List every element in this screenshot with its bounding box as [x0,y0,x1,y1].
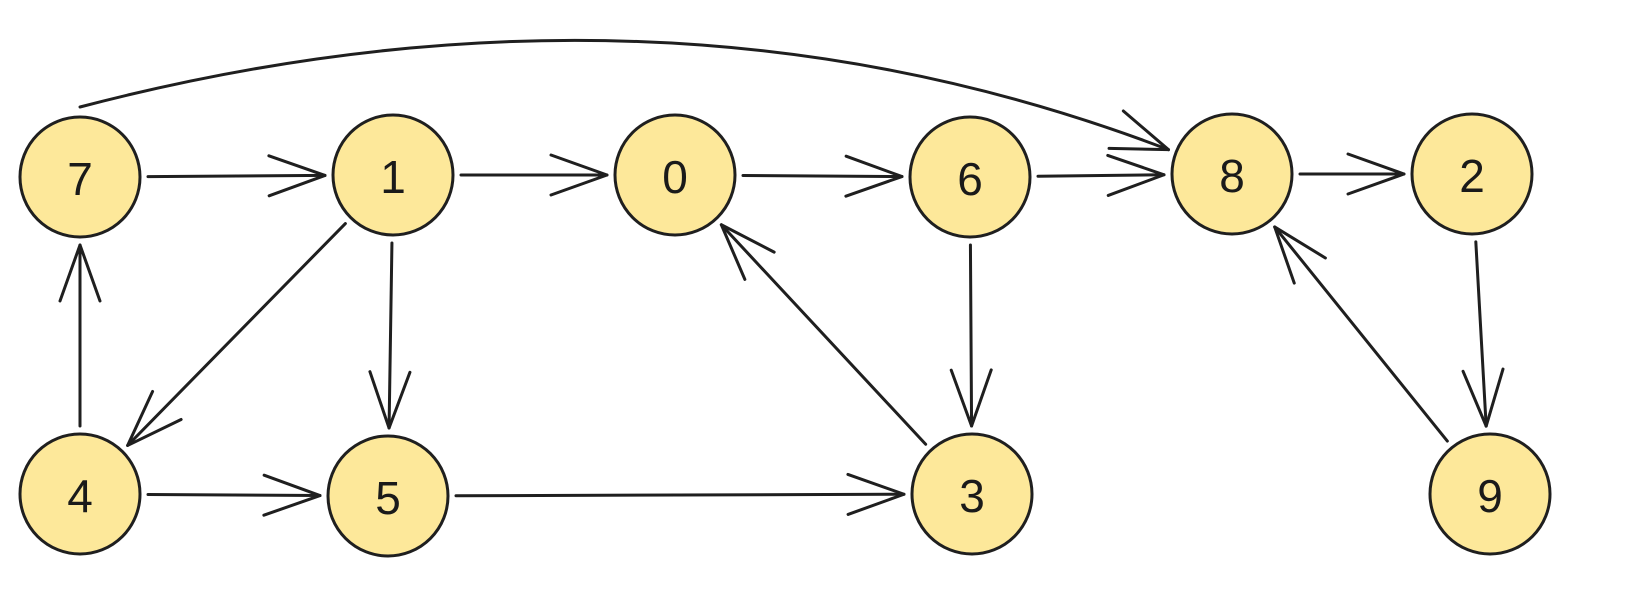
arrowhead-1-to-5 [368,370,412,430]
edge-line-6-to-3 [968,243,974,428]
node-circle-0 [613,113,737,237]
node-label-5: 5 [375,472,401,524]
edge-6-to-3 [949,243,993,428]
arrowhead-6-to-3 [949,368,993,428]
edge-1-to-5 [368,241,412,430]
edge-1-to-0 [459,153,609,197]
node-circle-8 [1170,112,1294,236]
node-3: 3 [910,432,1034,556]
arrowhead-1-to-0 [549,153,609,197]
edge-5-to-3 [454,472,906,516]
arrowhead-5-to-3 [846,472,906,516]
node-circle-2 [1410,112,1534,236]
edge-4-to-5 [146,473,322,517]
edge-1-to-4 [126,222,347,447]
node-circle-6 [908,115,1032,239]
nodes-layer: 7 1 0 6 8 2 4 5 3 9 [18,112,1552,558]
edge-4-to-7 [58,243,102,428]
edge-7-to-1 [146,154,327,198]
node-2: 2 [1410,112,1534,236]
arrowhead-4-to-7 [58,243,102,303]
node-label-8: 8 [1219,150,1245,202]
node-label-4: 4 [67,470,93,522]
node-circle-7 [18,115,142,239]
node-label-1: 1 [380,151,406,203]
node-label-0: 0 [662,151,688,203]
arrowhead-7-to-8 [1107,109,1170,152]
node-0: 0 [613,113,737,237]
node-label-2: 2 [1459,150,1485,202]
edge-line-4-to-5 [146,492,322,498]
node-circle-5 [326,434,450,558]
edge-line-0-to-6 [741,173,904,179]
edge-line-3-to-0 [719,223,928,446]
edge-line-2-to-9 [1474,240,1488,428]
node-label-9: 9 [1477,470,1503,522]
edge-6-to-8 [1036,153,1166,197]
arrowhead-6-to-8 [1106,153,1166,197]
node-7: 7 [18,115,142,239]
node-circle-3 [910,432,1034,556]
edge-line-7-to-1 [146,173,327,179]
arrowhead-1-to-4 [126,389,183,447]
edge-8-to-2 [1298,152,1406,196]
edge-line-1-to-5 [387,241,394,430]
node-5: 5 [326,434,450,558]
edge-line-7-to-8 [78,38,1170,152]
edges-layer [58,38,1505,517]
node-label-7: 7 [67,153,93,205]
node-1: 1 [331,113,455,237]
edge-line-5-to-3 [454,492,906,498]
arrowhead-9-to-8 [1273,225,1327,285]
node-label-3: 3 [959,470,985,522]
edge-2-to-9 [1461,240,1505,428]
node-9: 9 [1428,432,1552,556]
edge-0-to-6 [741,154,904,198]
edge-9-to-8 [1273,225,1449,443]
edge-line-9-to-8 [1273,225,1449,443]
arrowhead-7-to-1 [267,154,327,198]
arrowhead-3-to-0 [719,223,776,281]
edge-line-1-to-4 [126,222,347,447]
arrowhead-8-to-2 [1346,152,1406,196]
arrowhead-2-to-9 [1461,367,1505,428]
node-6: 6 [908,115,1032,239]
arrowhead-0-to-6 [844,154,904,198]
arrowhead-4-to-5 [262,473,322,517]
node-circle-1 [331,113,455,237]
node-label-6: 6 [957,153,983,205]
node-circle-4 [18,432,142,556]
node-8: 8 [1170,112,1294,236]
node-4: 4 [18,432,142,556]
edge-line-6-to-8 [1036,173,1166,178]
edge-7-to-8 [78,38,1170,152]
node-circle-9 [1428,432,1552,556]
edge-3-to-0 [719,223,928,446]
